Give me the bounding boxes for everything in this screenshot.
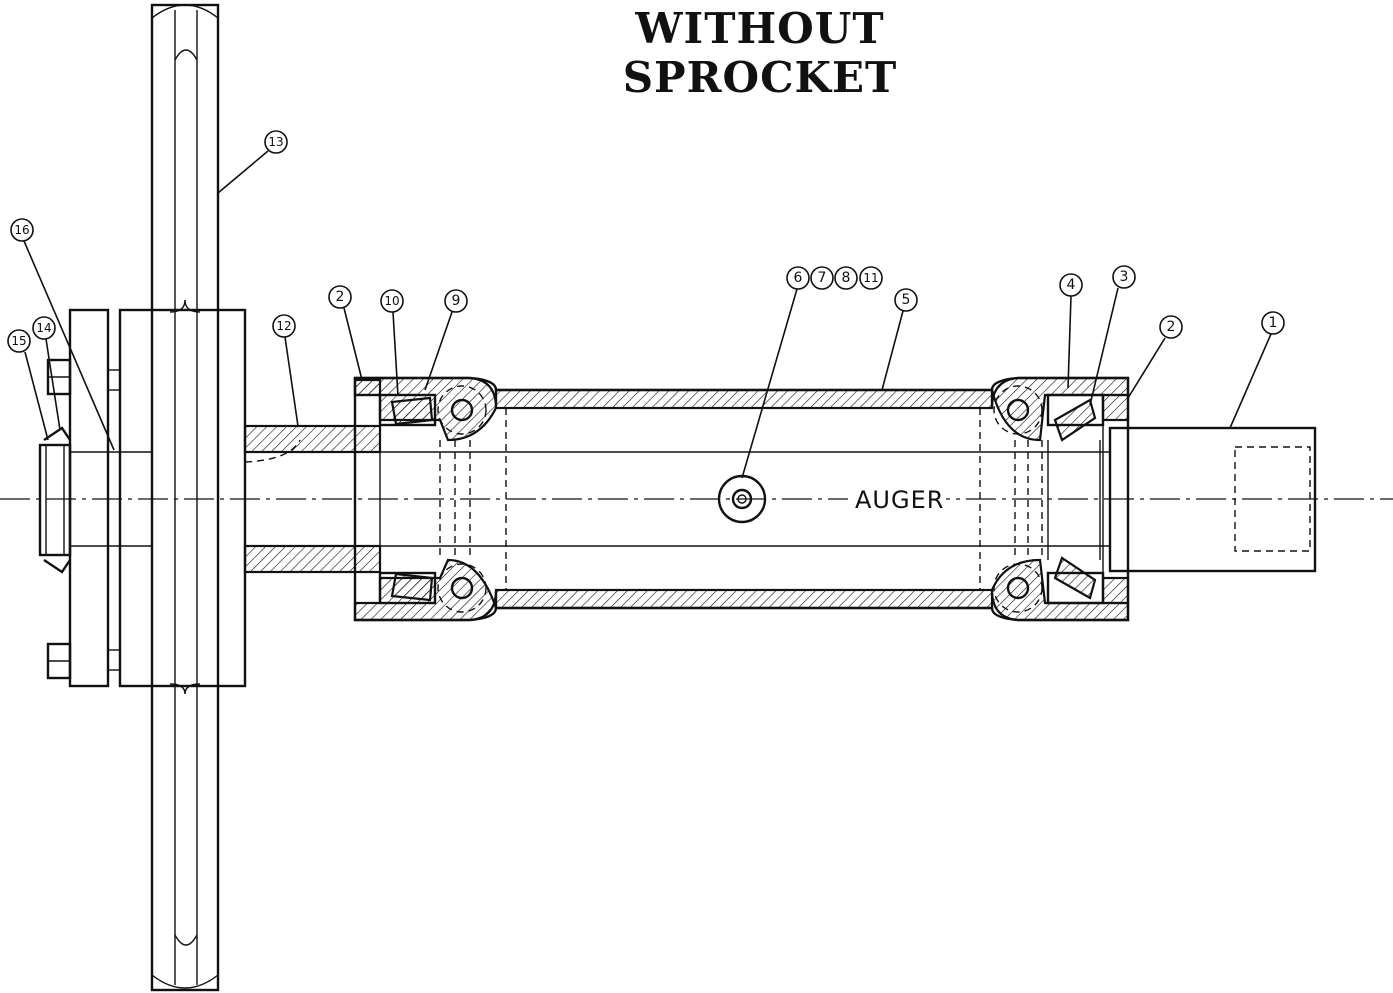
- svg-text:7: 7: [818, 270, 827, 286]
- svg-text:3: 3: [1120, 269, 1129, 285]
- svg-text:4: 4: [1067, 277, 1076, 293]
- svg-text:10: 10: [384, 294, 399, 308]
- svg-text:8: 8: [842, 270, 851, 286]
- svg-text:11: 11: [863, 271, 878, 285]
- balloon-6: 6: [786, 266, 810, 290]
- balloon-2-left: 2: [328, 285, 352, 309]
- balloon-12: 12: [272, 314, 296, 338]
- balloon-8: 8: [834, 266, 858, 290]
- svg-text:6: 6: [794, 270, 803, 286]
- drawing-title: WITHOUT SPROCKET: [622, 4, 898, 102]
- balloon-7: 7: [810, 266, 834, 290]
- balloon-10: 10: [380, 289, 404, 313]
- auger-shaft: [70, 424, 1317, 574]
- svg-text:5: 5: [902, 292, 911, 308]
- balloon-2-right: 2: [1159, 315, 1183, 339]
- balloon-15: 15: [7, 329, 31, 353]
- svg-text:2: 2: [1167, 319, 1176, 335]
- balloon-3: 3: [1112, 265, 1136, 289]
- svg-text:9: 9: [452, 293, 461, 309]
- leader-lines: [23, 150, 1272, 479]
- auger-label: AUGER: [855, 486, 944, 514]
- balloon-16: 16: [10, 218, 34, 242]
- balloon-11: 11: [859, 266, 883, 290]
- balloon-4: 4: [1059, 273, 1083, 297]
- pulley-part-13: [38, 3, 247, 992]
- svg-text:12: 12: [276, 319, 291, 333]
- balloon-5: 5: [894, 288, 918, 312]
- balloon-13: 13: [264, 130, 288, 154]
- balloon-9: 9: [444, 289, 468, 313]
- svg-text:14: 14: [36, 321, 51, 335]
- housing-part-5: [353, 376, 1130, 622]
- svg-text:1: 1: [1269, 315, 1278, 331]
- svg-text:2: 2: [336, 289, 345, 305]
- balloon-14: 14: [32, 316, 56, 340]
- svg-text:16: 16: [14, 223, 29, 237]
- svg-text:13: 13: [268, 135, 283, 149]
- svg-text:15: 15: [11, 334, 26, 348]
- balloon-1: 1: [1261, 311, 1285, 335]
